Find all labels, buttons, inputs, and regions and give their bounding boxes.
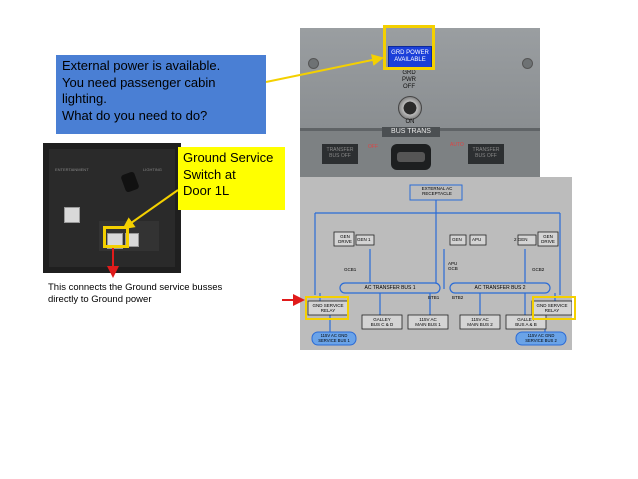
gnd-relay-right-highlight — [532, 296, 576, 320]
gen-1: GEN 1 — [357, 237, 371, 242]
grd-power-highlight-box — [383, 25, 435, 70]
ac-transfer-bus-2: AC TRANSFER BUS 2 — [474, 285, 526, 291]
entertainment-label: ENTERTAINMENT — [55, 167, 89, 172]
screw-icon — [522, 58, 533, 69]
transfer-bus-off-light-right: TRANSFER BUS OFF — [468, 144, 504, 164]
apu-gen: GEN — [452, 237, 462, 242]
ground-service-switch-callout: Ground Service Switch at Door 1L — [178, 147, 285, 210]
transfer-bus-off-light-left: TRANSFER BUS OFF — [322, 144, 358, 164]
lighting-label: LIGHTING — [143, 167, 162, 172]
btb1-label: BTB1 — [428, 295, 440, 300]
ground-service-note: This connects the Ground service busses … — [48, 282, 223, 305]
external-power-callout: External power is available. You need pa… — [56, 55, 266, 134]
btb2-label: BTB2 — [452, 295, 464, 300]
ac-transfer-bus-1: AC TRANSFER BUS 1 — [364, 285, 416, 291]
screw-icon — [308, 58, 319, 69]
entertainment-switch[interactable] — [64, 207, 80, 223]
apu: APU — [472, 237, 482, 242]
bus-trans-label: BUS TRANS — [382, 127, 440, 137]
yellow-arrow-to-switch — [122, 189, 179, 230]
on-label: ON — [405, 119, 415, 125]
grd-pwr-plate: GRD PWR OFF — [402, 70, 416, 90]
ground-service-switch-highlight — [103, 226, 129, 248]
bus-transfer-switch[interactable] — [391, 144, 431, 170]
off-vertical-label: OFF — [368, 144, 378, 150]
yellow-arrow-to-grd-power — [265, 54, 384, 83]
gcb1-label: GCB1 — [344, 267, 357, 272]
gcb2-label: GCB2 — [532, 267, 545, 272]
gnd-relay-left-highlight — [305, 296, 349, 320]
overhead-panel-photo: GRD POWER AVAILABLE GRD PWR OFF ON BUS T… — [300, 28, 540, 178]
grd-pwr-switch[interactable] — [398, 96, 422, 120]
gen-2: 2 GEN — [514, 237, 528, 242]
